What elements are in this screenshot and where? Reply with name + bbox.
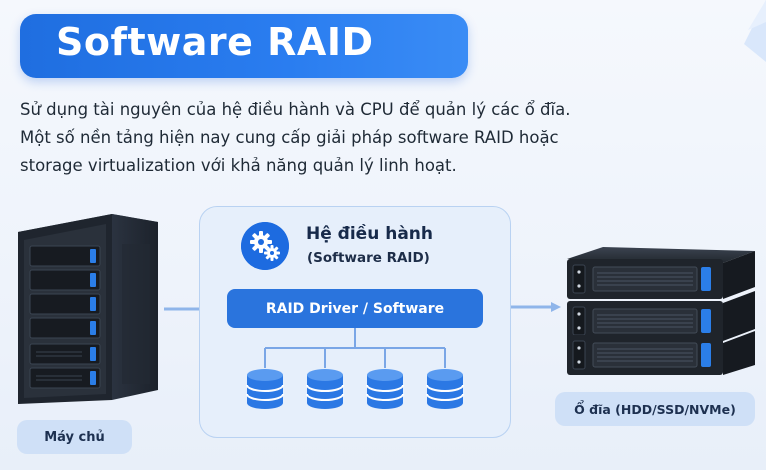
description: Sử dụng tài nguyên của hệ điều hành và C… [20,96,720,180]
description-line: storage virtualization với khả năng quản… [20,156,457,175]
os-title: Hệ điều hành [306,224,434,244]
disk-icon [366,369,404,409]
drive-bays-illustration [567,247,755,375]
server-illustration [18,214,158,404]
raid-driver-bar: RAID Driver / Software [227,289,483,328]
corner-decoration [744,0,766,62]
gears-icon [241,222,289,270]
description-line: Sử dụng tài nguyên của hệ điều hành và C… [20,100,571,119]
disk-icon [306,369,344,409]
title-banner [20,14,468,78]
description-line: Một số nền tảng hiện nay cung cấp giải p… [20,128,559,147]
disk-icon [426,369,464,409]
connector-arrow [511,302,561,312]
raid-driver-label: RAID Driver / Software [265,300,445,317]
connector-tree [264,328,446,368]
drives-label: Ổ đĩa (HDD/SSD/NVMe) [555,392,755,426]
page-title: Software RAID [56,20,374,64]
os-subtitle: (Software RAID) [307,250,430,266]
server-label: Máy chủ [17,420,132,454]
disk-icon [246,369,284,409]
connector-line [164,307,200,311]
